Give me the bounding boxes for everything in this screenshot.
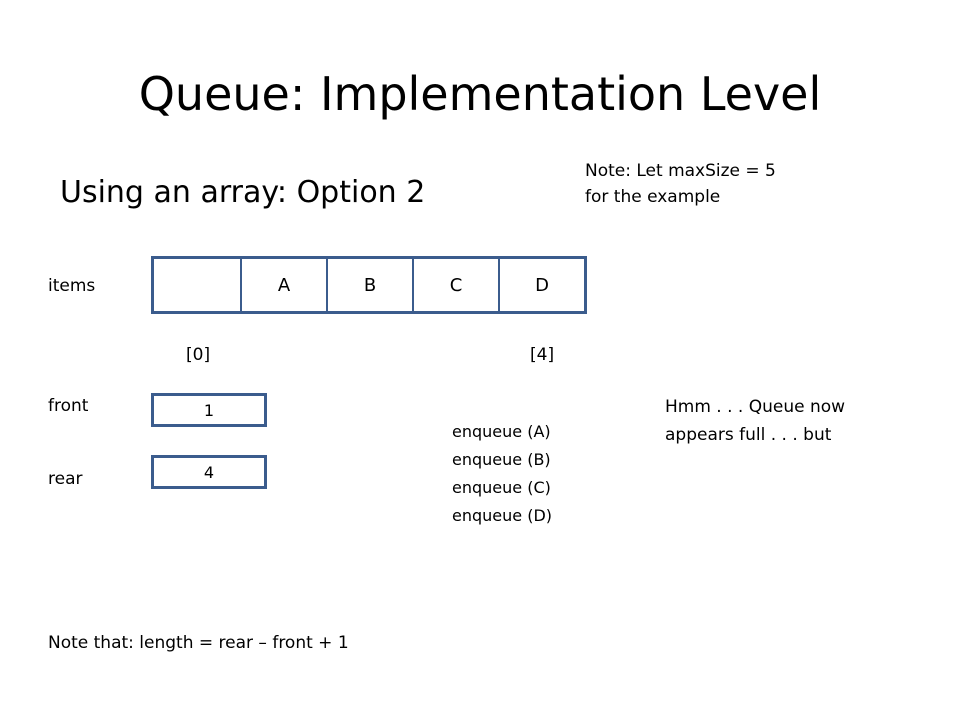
- max-size-note: Note: Let maxSize = 5 for the example: [585, 158, 776, 210]
- slide-subtitle: Using an array: Option 2: [60, 175, 426, 210]
- items-array: A B C D: [151, 256, 587, 314]
- slide-title: Queue: Implementation Level: [138, 67, 822, 121]
- array-cell-3: C: [412, 259, 498, 311]
- full-queue-note-line-2: appears full . . . but: [665, 425, 832, 445]
- front-value-box: 1: [151, 393, 267, 427]
- operation-item: enqueue (C): [452, 478, 551, 497]
- operations-list: enqueue (A) enqueue (B) enqueue (C) enqu…: [452, 418, 552, 530]
- operation-item: enqueue (D): [452, 506, 552, 525]
- rear-label: rear: [48, 469, 83, 489]
- array-cell-4: D: [498, 259, 584, 311]
- items-label: items: [48, 276, 96, 296]
- front-label: front: [48, 396, 89, 416]
- full-queue-note: Hmm . . . Queue now appears full . . . b…: [665, 393, 845, 449]
- max-size-note-line-2: for the example: [585, 187, 721, 207]
- max-size-note-line-1: Note: Let maxSize = 5: [585, 161, 776, 181]
- operation-item: enqueue (A): [452, 422, 551, 441]
- array-cell-1: A: [240, 259, 326, 311]
- length-formula-note: Note that: length = rear – front + 1: [48, 633, 349, 653]
- full-queue-note-line-1: Hmm . . . Queue now: [665, 397, 846, 417]
- operation-item: enqueue (B): [452, 450, 551, 469]
- index-label-last: [4]: [530, 345, 555, 365]
- index-label-first: [0]: [186, 345, 211, 365]
- array-cell-0: [154, 259, 240, 311]
- rear-value-box: 4: [151, 455, 267, 489]
- array-cell-2: B: [326, 259, 412, 311]
